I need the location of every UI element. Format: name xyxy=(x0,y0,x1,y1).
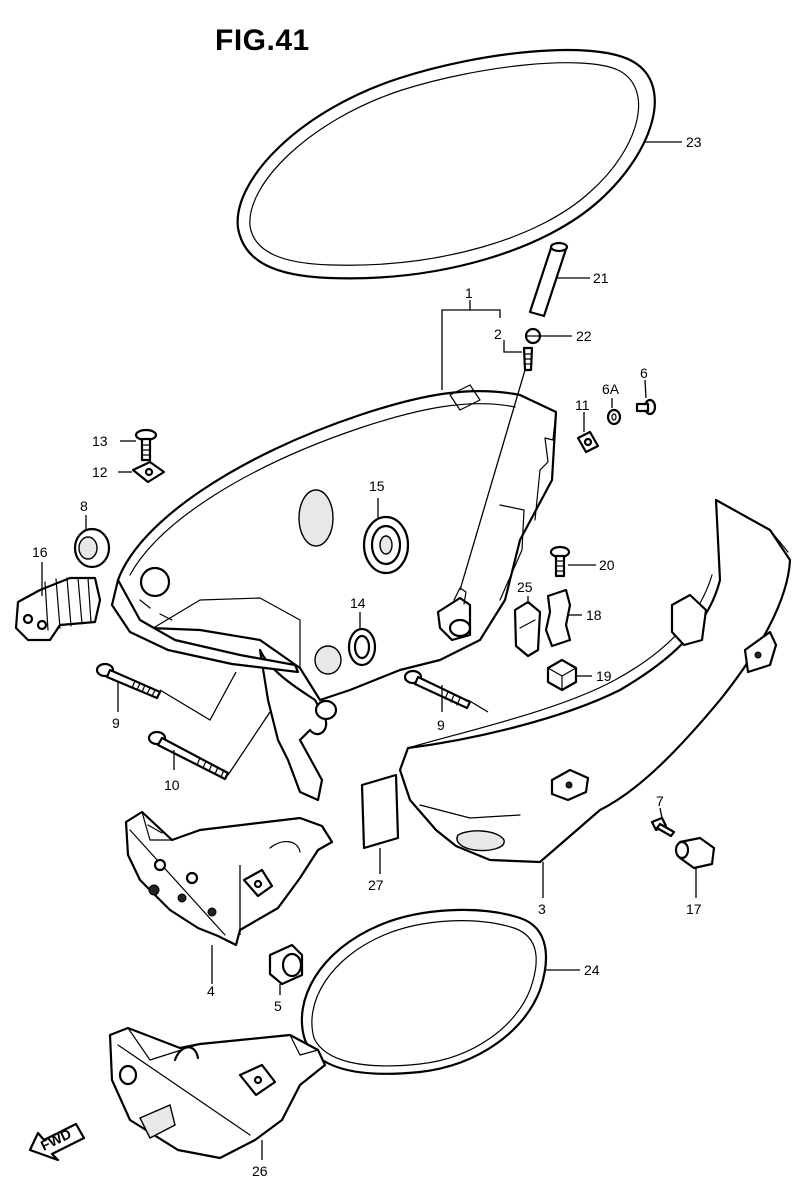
part-5-grommet[interactable] xyxy=(268,943,304,986)
callout-16[interactable]: 16 xyxy=(32,544,48,560)
callout-numbers: 1 2 3 4 5 6 6A 7 8 9 9 10 11 12 13 14 15… xyxy=(32,134,702,1179)
callout-5[interactable]: 5 xyxy=(274,998,282,1014)
part-9-bolt-right[interactable] xyxy=(403,669,472,710)
callout-14[interactable]: 14 xyxy=(350,595,366,611)
part-20-screw[interactable] xyxy=(549,545,571,578)
callout-9-left[interactable]: 9 xyxy=(112,715,120,731)
part-9-bolt-left[interactable] xyxy=(95,662,162,700)
callout-17[interactable]: 17 xyxy=(686,901,702,917)
callout-1[interactable]: 1 xyxy=(465,285,473,301)
part-6-screw[interactable] xyxy=(635,398,657,416)
figure-title: FIG.41 xyxy=(215,24,310,57)
callout-9-right[interactable]: 9 xyxy=(437,717,445,733)
callout-6a[interactable]: 6A xyxy=(602,381,620,397)
callout-11[interactable]: 11 xyxy=(575,397,590,413)
part-23-top-seal[interactable] xyxy=(236,48,656,280)
callout-26[interactable]: 26 xyxy=(252,1163,268,1179)
callout-21[interactable]: 21 xyxy=(593,270,609,286)
part-27-plate[interactable] xyxy=(360,773,400,850)
part-14-grommet[interactable] xyxy=(347,627,377,667)
part-25-clip[interactable] xyxy=(513,600,542,658)
callout-12[interactable]: 12 xyxy=(92,464,108,480)
leader-lines xyxy=(41,141,697,1160)
callout-25[interactable]: 25 xyxy=(517,579,533,595)
part-19-nut[interactable] xyxy=(546,658,578,692)
part-8-grommet[interactable] xyxy=(73,527,111,569)
callout-8[interactable]: 8 xyxy=(80,498,88,514)
part-12-nut-plate[interactable] xyxy=(131,460,166,484)
part-21-tube[interactable] xyxy=(528,241,569,318)
callout-4[interactable]: 4 xyxy=(207,983,215,999)
callout-27[interactable]: 27 xyxy=(368,877,384,893)
callout-2[interactable]: 2 xyxy=(494,326,502,342)
part-4-bracket[interactable] xyxy=(124,810,334,947)
callout-20[interactable]: 20 xyxy=(599,557,615,573)
part-22-clip[interactable] xyxy=(524,327,542,345)
callout-15[interactable]: 15 xyxy=(369,478,385,494)
callout-19[interactable]: 19 xyxy=(596,668,612,684)
part-18-bracket[interactable] xyxy=(544,588,572,648)
callout-23[interactable]: 23 xyxy=(686,134,702,150)
part-16-boot[interactable] xyxy=(14,576,102,642)
part-26-bracket[interactable] xyxy=(108,1026,327,1160)
part-6a-washer[interactable] xyxy=(606,408,622,426)
part-7-screw[interactable] xyxy=(650,816,676,838)
callout-6[interactable]: 6 xyxy=(640,365,648,381)
callout-3[interactable]: 3 xyxy=(538,901,546,917)
callout-24[interactable]: 24 xyxy=(584,962,600,978)
part-17-plug[interactable] xyxy=(674,836,716,870)
callout-7[interactable]: 7 xyxy=(656,793,664,809)
callout-10[interactable]: 10 xyxy=(164,777,180,793)
part-15-grommet[interactable] xyxy=(362,515,410,575)
callout-13[interactable]: 13 xyxy=(92,433,108,449)
part-11-nut[interactable] xyxy=(576,430,600,454)
part-24-lower-seal[interactable] xyxy=(300,908,548,1075)
fwd-direction-arrow: FWD xyxy=(28,1122,86,1162)
part-2-stud[interactable] xyxy=(522,346,534,372)
callout-18[interactable]: 18 xyxy=(586,607,602,623)
part-3-cowling-half[interactable] xyxy=(398,498,792,864)
callout-22[interactable]: 22 xyxy=(576,328,592,344)
part-1-cowling-half[interactable] xyxy=(110,384,558,802)
part-13-screw[interactable] xyxy=(134,428,158,462)
part-10-bolt[interactable] xyxy=(147,730,230,781)
